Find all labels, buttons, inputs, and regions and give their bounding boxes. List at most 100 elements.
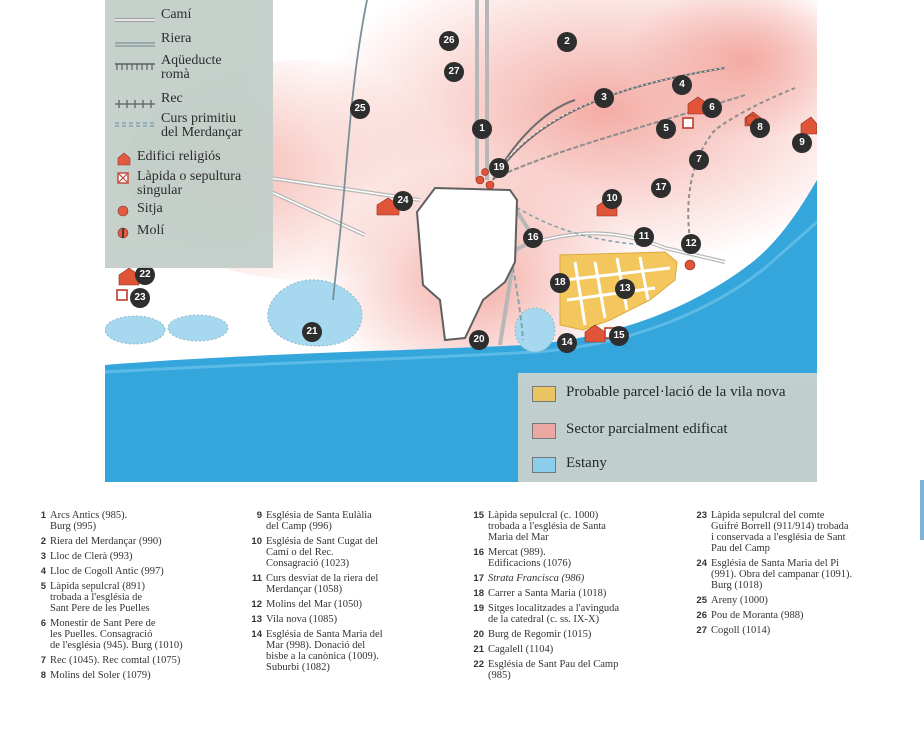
key-item-4: 4 Lloc de Cogoll Antic (997) xyxy=(32,566,242,577)
key-text: Molins del Soler (1079) xyxy=(50,670,151,681)
key-item-12: 12 Molins del Mar (1050) xyxy=(248,599,460,610)
legend-stream: Riera xyxy=(105,32,273,56)
marker-1[interactable]: 1 xyxy=(472,119,492,139)
marker-23[interactable]: 23 xyxy=(130,288,150,308)
key-item-15: 15 Làpida sepulcral (c. 1000) trobada a l… xyxy=(470,510,684,543)
ponds xyxy=(105,279,556,353)
legend-canal: Rec xyxy=(105,92,273,116)
canal-line-icon xyxy=(115,100,155,108)
key-number: 24 xyxy=(696,558,707,569)
legend-label: Estany xyxy=(566,455,607,471)
marker-4[interactable]: 4 xyxy=(672,75,692,95)
key-text: Cagalell (1104) xyxy=(488,644,554,655)
marker-13[interactable]: 13 xyxy=(615,279,635,299)
marker-20[interactable]: 20 xyxy=(469,330,489,350)
key-number: 27 xyxy=(696,625,707,636)
key-number: 21 xyxy=(473,644,484,655)
key-text: Església de Santa Eulàlia del Camp (996) xyxy=(266,510,372,532)
key-text: Molins del Mar (1050) xyxy=(266,599,362,610)
key-item-9: 9 Església de Santa Eulàlia del Camp (996… xyxy=(248,510,460,532)
key-item-19: 19 Sitges localitzades a l'avinguda de la… xyxy=(470,603,684,625)
key-text: Lloc de Cogoll Antic (997) xyxy=(50,566,164,577)
marker-21[interactable]: 21 xyxy=(302,322,322,342)
marker-5[interactable]: 5 xyxy=(656,119,676,139)
key-text: Làpida sepulcral (c. 1000) trobada a l'e… xyxy=(488,510,606,543)
church-icon xyxy=(117,152,131,166)
legend-label: Camí xyxy=(161,7,192,22)
plots-swatch xyxy=(532,386,556,402)
dashed-line-icon xyxy=(115,122,155,127)
key-text: Curs desviat de la riera del Merdançar (… xyxy=(266,573,379,595)
key-number: 9 xyxy=(256,510,262,521)
marker-26[interactable]: 26 xyxy=(439,31,459,51)
key-number: 13 xyxy=(251,614,262,625)
marker-19[interactable]: 19 xyxy=(489,158,509,178)
silo-icon xyxy=(117,205,129,217)
marker-25[interactable]: 25 xyxy=(350,99,370,119)
key-text: Mercat (989). Edificacions (1076) xyxy=(488,547,572,569)
area-legend: Probable parcel·lació de la vila nova Se… xyxy=(518,373,817,482)
road-line-icon xyxy=(115,18,155,22)
marker-14[interactable]: 14 xyxy=(557,333,577,353)
key-text: Areny (1000) xyxy=(711,595,768,606)
key-number: 15 xyxy=(473,510,484,521)
key-text: Sitges localitzades a l'avinguda de la c… xyxy=(488,603,620,625)
legend-aqueduct: Aqüeducte romà xyxy=(105,54,273,86)
marker-24[interactable]: 24 xyxy=(393,191,413,211)
marker-9[interactable]: 9 xyxy=(792,133,812,153)
legend-label: Riera xyxy=(161,31,192,46)
key-number: 10 xyxy=(251,536,262,547)
key-number: 1 xyxy=(40,510,46,521)
legend-label: Rec xyxy=(161,91,183,106)
key-number: 4 xyxy=(40,566,46,577)
marker-15[interactable]: 15 xyxy=(609,326,629,346)
marker-17[interactable]: 17 xyxy=(651,178,671,198)
key-number: 19 xyxy=(473,603,484,614)
key-text: Monestir de Sant Pere de les Puelles. Co… xyxy=(50,618,183,651)
marker-11[interactable]: 11 xyxy=(634,227,654,247)
marker-22[interactable]: 22 xyxy=(135,265,155,285)
key-item-11: 11 Curs desviat de la riera del Merdançar… xyxy=(248,573,460,595)
legend-label: Sector parcialment edificat xyxy=(566,421,728,437)
primitive-river xyxy=(499,204,524,341)
key-number: 7 xyxy=(40,655,46,666)
marker-6[interactable]: 6 xyxy=(702,98,722,118)
key-number: 12 xyxy=(251,599,262,610)
marker-12[interactable]: 12 xyxy=(681,234,701,254)
marker-2[interactable]: 2 xyxy=(557,32,577,52)
marker-10[interactable]: 10 xyxy=(602,189,622,209)
aqueduct-line-icon xyxy=(115,63,155,70)
legend-label: Làpida o sepultura singular xyxy=(137,169,242,198)
key-text: Església de Santa Maria del Mar (998). D… xyxy=(266,629,383,673)
map-legend: Camí Riera Aqüeducte romà Rec Curs primi… xyxy=(105,0,273,268)
marker-7[interactable]: 7 xyxy=(689,150,709,170)
marker-18[interactable]: 18 xyxy=(550,273,570,293)
key-number: 22 xyxy=(473,659,484,670)
marker-8[interactable]: 8 xyxy=(750,118,770,138)
key-number: 25 xyxy=(696,595,707,606)
key-number: 5 xyxy=(40,581,46,592)
pond-swatch xyxy=(532,457,556,473)
key-number: 11 xyxy=(251,573,262,584)
tomb-icon xyxy=(117,172,129,184)
marker-27[interactable]: 27 xyxy=(444,62,464,82)
marker-16[interactable]: 16 xyxy=(523,228,543,248)
built-swatch xyxy=(532,423,556,439)
stream-25 xyxy=(332,0,368,301)
marker-3[interactable]: 3 xyxy=(594,88,614,108)
key-number: 23 xyxy=(696,510,707,521)
key-text: Carrer a Santa Maria (1018) xyxy=(488,588,607,599)
legend-label: Edifici religiós xyxy=(137,149,221,164)
